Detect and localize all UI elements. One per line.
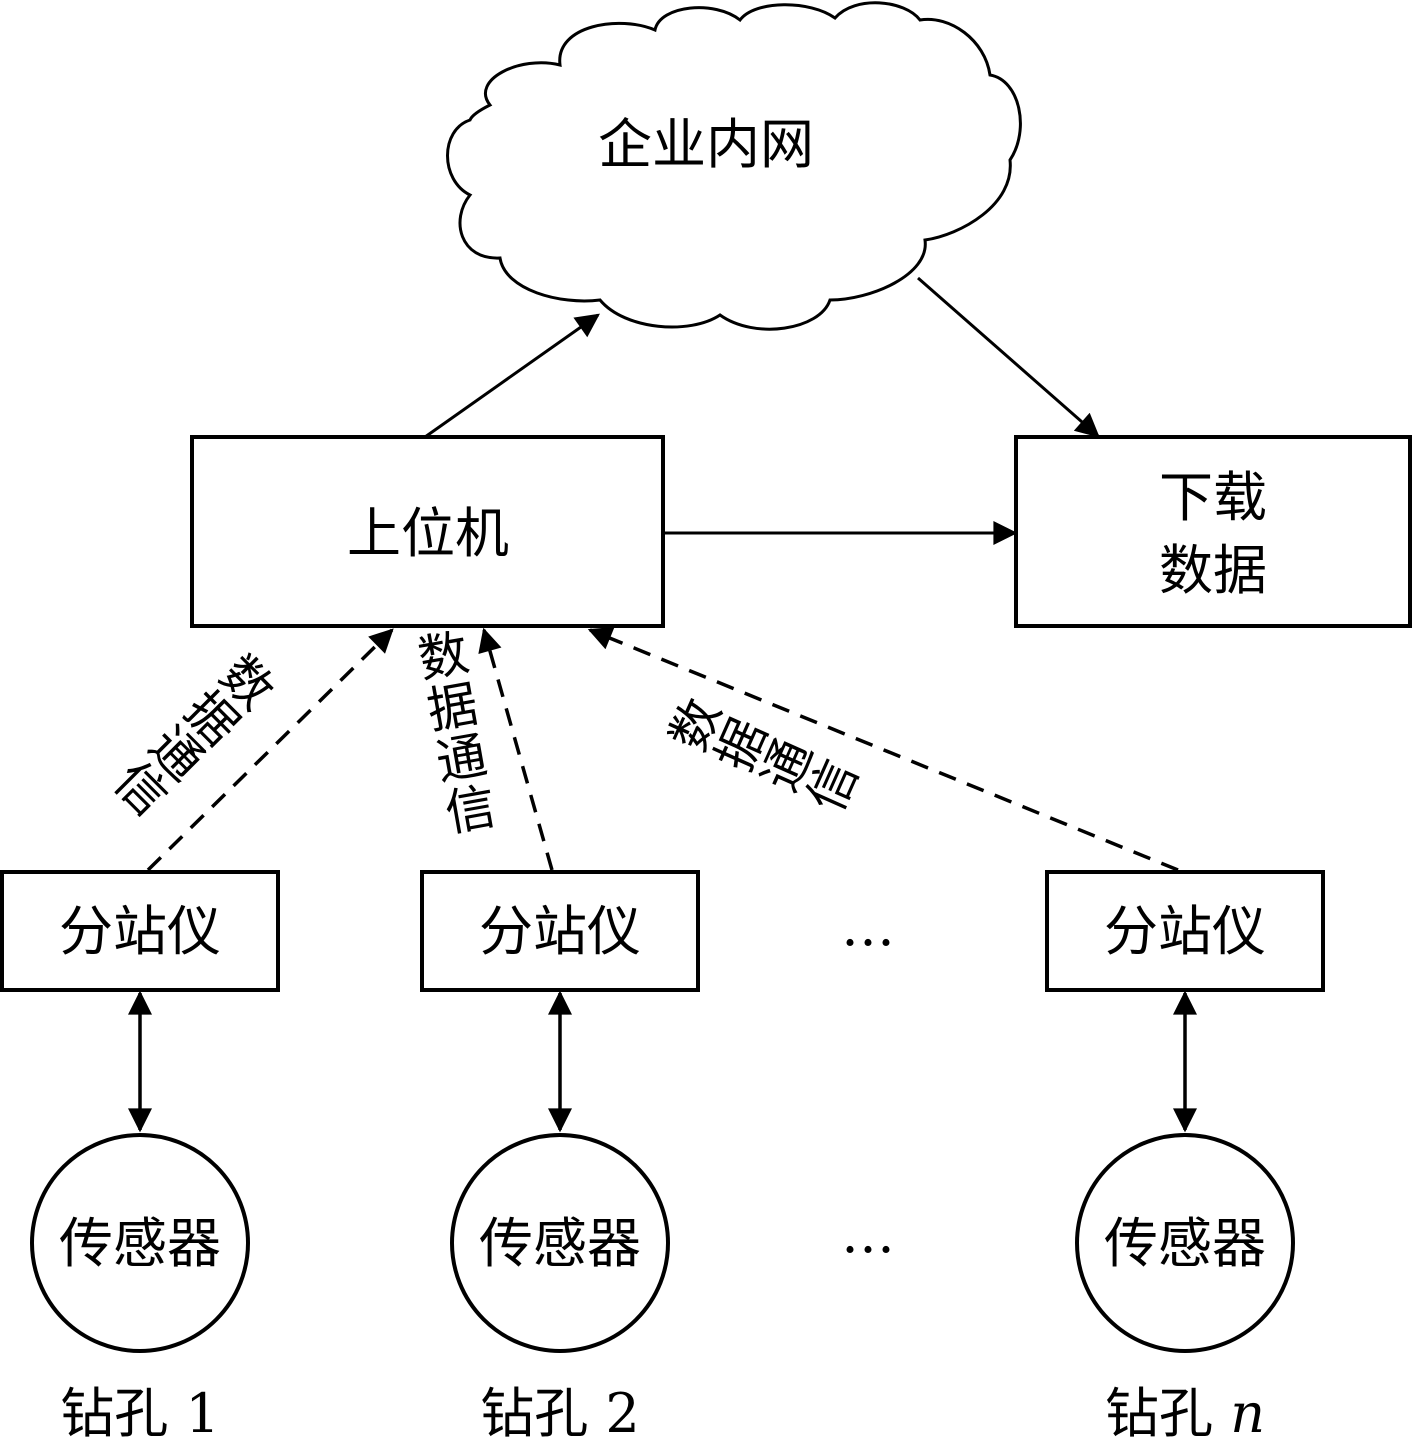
comm-arrow-3 (587, 627, 1179, 872)
substation-node-1: 分站仪 (0, 870, 280, 992)
comm-label-2-char: 通 (432, 726, 491, 792)
borehole-label-2: 钻孔 2 (480, 1382, 640, 1445)
download-data-node: 下载 数据 (1014, 435, 1412, 628)
substation-label: 分站仪 (59, 900, 221, 963)
cloud-outline (446, 1, 1022, 331)
sensor-circle (30, 1133, 250, 1353)
borehole-prefix: 钻孔 (480, 1382, 605, 1445)
substation-label: 分站仪 (1104, 900, 1266, 963)
sensor-circle (1075, 1133, 1295, 1353)
cloud-label: 企业内网 (598, 113, 814, 176)
host-label: 上位机 (347, 502, 509, 565)
sensor-circle (450, 1133, 670, 1353)
substation-box (420, 870, 700, 992)
comm-label-2: 数 据 通 信 (414, 624, 500, 843)
sensor-label: 传感器 (1104, 1212, 1266, 1275)
cloud-to-download-arrow (917, 276, 1100, 438)
substation-box (0, 870, 280, 992)
substation-ellipsis: … (841, 895, 895, 958)
borehole-prefix: 钻孔 (1105, 1382, 1230, 1445)
download-label-line1: 下载 (1159, 466, 1267, 529)
comm-label-2-char: 据 (423, 675, 482, 741)
comm-arrow-2 (478, 627, 554, 871)
substation-node-2: 分站仪 (420, 870, 700, 992)
borehole-number: n (1230, 1382, 1265, 1445)
borehole-number: 1 (185, 1382, 219, 1445)
comm-label-3: 数 据 通 信 (659, 690, 869, 820)
sensor-label: 传感器 (59, 1212, 221, 1275)
comm-label-2-char: 信 (441, 777, 500, 843)
enterprise-intranet-cloud: 企业内网 (446, 1, 1022, 331)
comm-label-1: 数 据 通 信 (103, 645, 285, 827)
download-label-line2: 数据 (1159, 539, 1267, 602)
sensor-ellipsis: … (841, 1202, 895, 1265)
sensor-node-1: 传感器 (30, 1133, 250, 1353)
host-box (190, 435, 665, 628)
sensor-node-n: 传感器 (1075, 1133, 1295, 1353)
host-computer-node: 上位机 (190, 435, 665, 628)
comm-arrow-1 (146, 628, 394, 872)
sensor-node-2: 传感器 (450, 1133, 670, 1353)
substation-node-n: 分站仪 (1045, 870, 1325, 992)
comm-label-2-char: 数 (414, 624, 473, 690)
sensor-label: 传感器 (479, 1212, 641, 1275)
borehole-label-n: 钻孔 n (1105, 1382, 1265, 1445)
borehole-prefix: 钻孔 (60, 1382, 185, 1445)
substation-label: 分站仪 (479, 900, 641, 963)
borehole-number: 2 (605, 1382, 639, 1445)
borehole-label-1: 钻孔 1 (60, 1382, 220, 1445)
host-to-cloud-arrow (424, 313, 600, 439)
substation-box (1045, 870, 1325, 992)
